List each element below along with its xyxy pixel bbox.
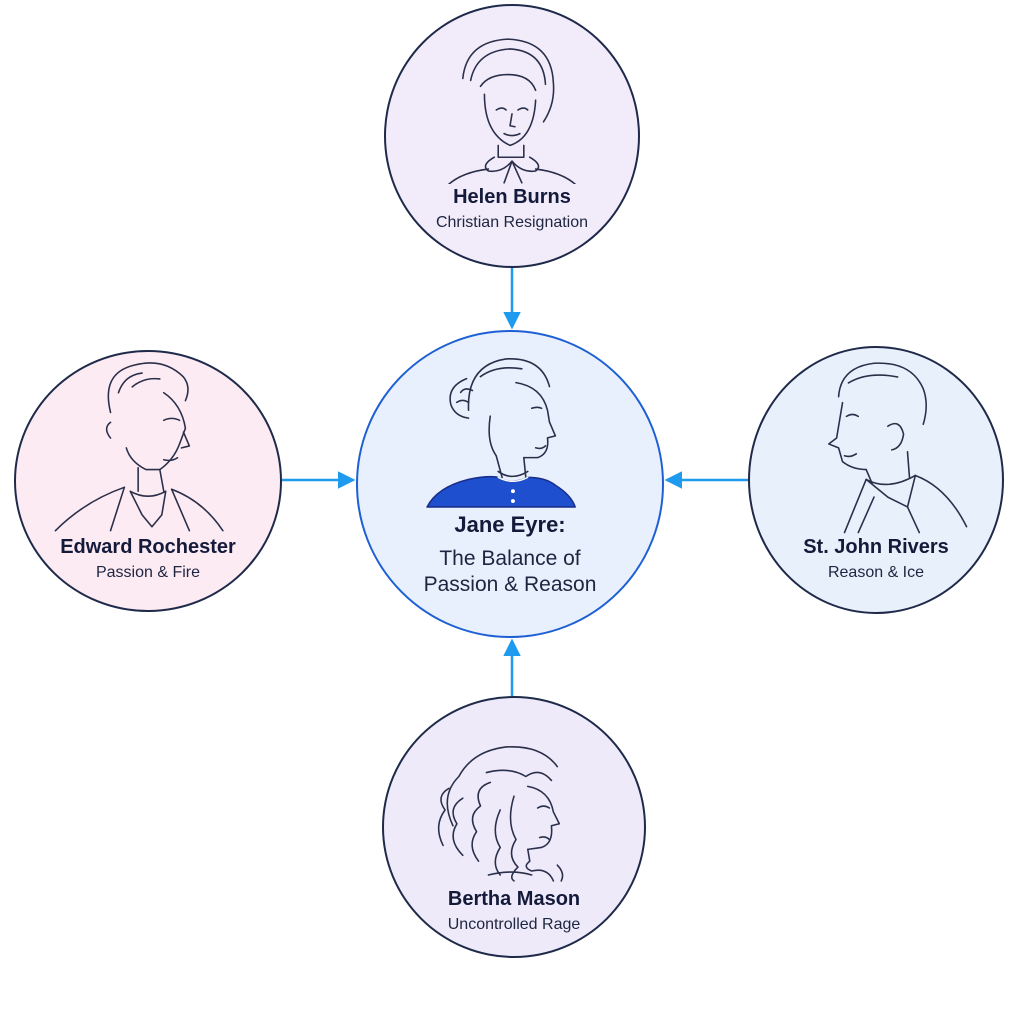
stjohn-portrait-icon (827, 362, 968, 534)
jane-trait-line-2: Passion & Reason (423, 573, 597, 596)
helen-portrait-icon (447, 38, 577, 184)
edward-name: Edward Rochester (60, 536, 236, 558)
node-jane-eyre: Jane Eyre: The Balance of Passion & Reas… (356, 330, 664, 638)
node-st-john-rivers: St. John Rivers Reason & Ice (748, 346, 1004, 614)
stjohn-name: St. John Rivers (803, 536, 949, 558)
jane-trait: The Balance of Passion & Reason (358, 546, 662, 598)
jane-trait-line-1: The Balance of (439, 547, 581, 570)
bertha-trait: Uncontrolled Rage (447, 916, 581, 933)
node-bertha-mason: Bertha Mason Uncontrolled Rage (382, 696, 646, 958)
jane-name: Jane Eyre: (454, 512, 566, 537)
stjohn-trait: Reason & Ice (827, 564, 925, 581)
bertha-name: Bertha Mason (447, 888, 581, 910)
node-edward-rochester: Edward Rochester Passion & Fire (14, 350, 282, 612)
helen-trait: Christian Resignation (435, 214, 589, 231)
rochester-portrait-icon (54, 362, 224, 532)
node-helen-burns: Helen Burns Christian Resignation (384, 4, 640, 268)
helen-name: Helen Burns (453, 186, 571, 208)
bertha-portrait-icon (437, 746, 564, 882)
jane-portrait-icon (426, 358, 576, 508)
edward-trait: Passion & Fire (95, 564, 201, 581)
